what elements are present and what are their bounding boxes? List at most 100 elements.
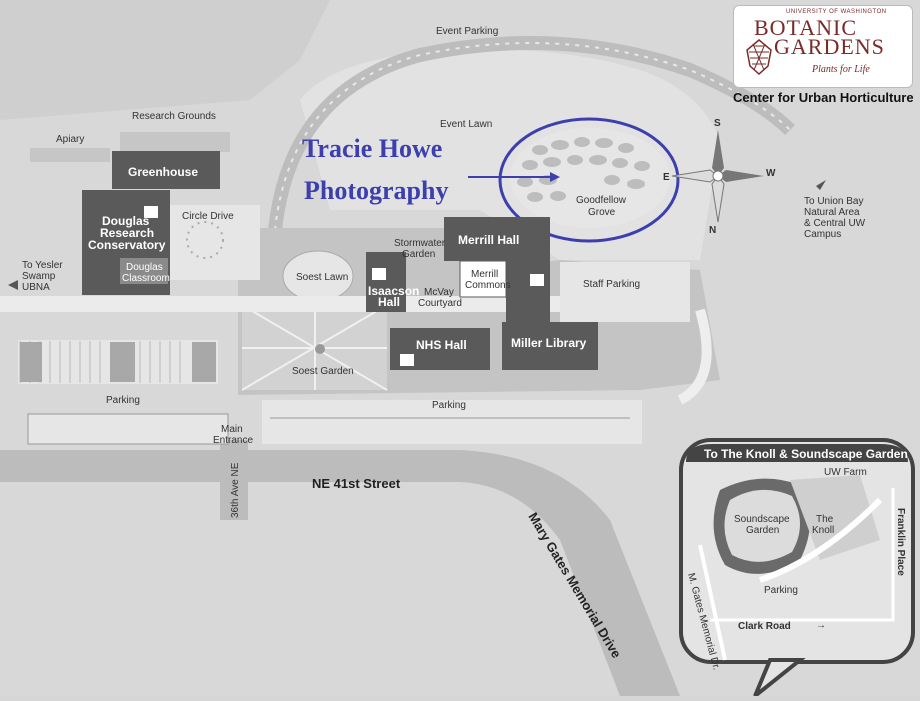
- soest-garden-paths: [241, 304, 388, 391]
- mary-gates-road: [460, 450, 680, 696]
- label-soundscape-garden: Garden: [746, 525, 779, 536]
- label-research-grounds: Research Grounds: [132, 111, 216, 122]
- restroom-icon: [144, 206, 158, 218]
- center-title: Center for Urban Horticulture: [733, 90, 914, 105]
- label-uw-farm: UW Farm: [824, 467, 867, 478]
- label-goodfellow: Goodfellow: [576, 195, 627, 206]
- terrain-area: [0, 0, 330, 120]
- highlight-arrow-head: [550, 172, 560, 182]
- label-campus: Campus: [804, 229, 841, 240]
- arrow-west-icon: [8, 280, 18, 290]
- apiary-area: [30, 148, 110, 162]
- staff-parking-lot: [560, 262, 690, 322]
- staff-parking-road: [677, 308, 712, 405]
- arrow-right-icon: →: [816, 620, 826, 631]
- event-parking-stalls: [274, 42, 791, 231]
- compass-rose-icon: [671, 130, 764, 223]
- parking-island: [20, 342, 42, 382]
- label-event-parking: Event Parking: [436, 26, 498, 37]
- label-conservatory: Conservatory: [88, 238, 166, 252]
- label-nhs-hall: NHS Hall: [416, 338, 467, 352]
- circle-drive-ring: [186, 221, 224, 259]
- restroom-icon: [400, 354, 414, 366]
- label-mcvay-courtyard: Courtyard: [418, 298, 462, 309]
- internal-road: [0, 296, 660, 312]
- label-research: Research: [100, 226, 154, 240]
- inset-title: To The Knoll & Soundscape Garden: [704, 447, 908, 461]
- logo-botanic: BOTANIC: [754, 15, 858, 40]
- label-event-lawn: Event Lawn: [440, 119, 492, 130]
- merrill-hall-wing: [506, 250, 550, 330]
- arrow-northeast-icon: [816, 180, 826, 190]
- label-36th-ave: 36th Ave NE: [230, 462, 241, 518]
- isaacson-hall-building: [366, 252, 406, 312]
- goodfellow-grove: [510, 128, 670, 228]
- parking-lot-left-lower: [27, 413, 229, 445]
- label-knoll: Knoll: [812, 525, 834, 536]
- label-classroom: Classroom: [122, 273, 170, 284]
- label-circle-drive: Circle Drive: [182, 211, 234, 222]
- label-grove: Grove: [588, 207, 616, 218]
- parking-island: [192, 342, 216, 382]
- label-swamp: Swamp: [22, 271, 56, 282]
- label-apiary: Apiary: [56, 134, 84, 145]
- pinecone-icon: [746, 39, 772, 76]
- label-central-uw: & Central UW: [804, 218, 866, 229]
- label-stormwater: Stormwater: [394, 238, 446, 249]
- compass-n-label: N: [709, 225, 716, 236]
- compass-e-label: E: [663, 172, 670, 183]
- parking-island: [110, 342, 135, 382]
- label-isaacson-hall: Hall: [378, 295, 400, 309]
- restroom-icon: [372, 268, 386, 280]
- douglas-classroom-building: [120, 258, 168, 284]
- label-soest-lawn: Soest Lawn: [296, 272, 348, 283]
- label-miller-library: Miller Library: [511, 336, 587, 350]
- label-to-union-bay: To Union Bay: [804, 196, 863, 207]
- merrill-commons-building: [459, 260, 507, 298]
- parking-lot-center: [262, 400, 642, 444]
- logo-tagline: Plants for Life: [812, 64, 870, 75]
- label-soest-garden: Soest Garden: [292, 366, 354, 377]
- label-natural-area: Natural Area: [804, 207, 860, 218]
- label-parking-center: Parking: [432, 400, 466, 411]
- label-staff-parking: Staff Parking: [583, 279, 640, 290]
- label-classroom-douglas: Douglas: [126, 262, 163, 273]
- label-the: The: [816, 514, 834, 525]
- greenhouse-building: [112, 151, 220, 189]
- label-merrill: Merrill: [471, 269, 498, 280]
- label-mcvay: McVay: [424, 287, 454, 298]
- ave36-road: [220, 440, 248, 520]
- research-grounds-area: [120, 132, 230, 152]
- label-isaacson: Isaacson: [368, 284, 419, 298]
- label-clark-road: Clark Road: [738, 621, 791, 632]
- logo-gardens: GARDENS: [774, 34, 885, 59]
- compass-w-label: W: [766, 168, 776, 179]
- label-entrance: Entrance: [213, 435, 253, 446]
- label-stormwater-garden: Garden: [402, 249, 435, 260]
- soest-fountain: [315, 344, 325, 354]
- restroom-icon: [530, 274, 544, 286]
- label-ubna: UBNA: [22, 282, 50, 293]
- highlight-circle: [498, 117, 680, 243]
- compass-s-label: S: [714, 118, 721, 129]
- logo-university: UNIVERSITY OF WASHINGTON: [786, 9, 887, 15]
- inset-map: [679, 438, 915, 698]
- miller-library-building: [502, 322, 598, 370]
- label-soundscape: Soundscape: [734, 514, 790, 525]
- label-to-yesler: To Yesler: [22, 260, 63, 271]
- label-franklin-place: Franklin Place: [895, 508, 906, 576]
- label-douglas: Douglas: [102, 214, 150, 228]
- label-commons: Commons: [465, 280, 511, 291]
- label-greenhouse: Greenhouse: [128, 165, 198, 179]
- label-ne41-street: NE 41st Street: [312, 476, 401, 491]
- label-merrill-hall: Merrill Hall: [458, 233, 519, 247]
- label-parking-left: Parking: [106, 395, 140, 406]
- label-inset-parking: Parking: [764, 585, 798, 596]
- watermark-line1: Tracie Howe: [302, 134, 443, 163]
- circle-drive-area: [170, 205, 260, 280]
- botanic-gardens-logo: UNIVERSITY OF WASHINGTON BOTANIC GARDENS…: [733, 5, 913, 88]
- watermark-line2: Photography: [304, 176, 449, 205]
- label-main: Main: [221, 424, 243, 435]
